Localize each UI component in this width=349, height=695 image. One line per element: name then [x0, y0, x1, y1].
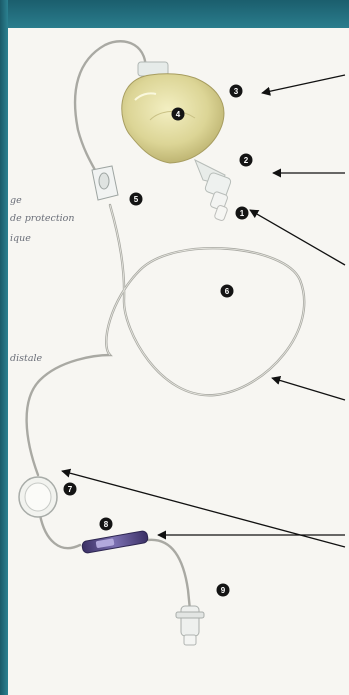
callout-9: 9 [217, 584, 230, 597]
svg-text:5: 5 [134, 195, 139, 204]
particle-filter [81, 530, 148, 553]
tube-main-loop [27, 205, 305, 475]
svg-text:4: 4 [176, 110, 181, 119]
bulb-connector [195, 160, 232, 221]
svg-text:8: 8 [104, 520, 109, 529]
callout-2: 2 [240, 154, 253, 167]
arrow-reservoir-cap [262, 75, 345, 93]
svg-text:3: 3 [234, 87, 239, 96]
callout-7: 7 [64, 483, 77, 496]
callout-8: 8 [100, 518, 113, 531]
callout-4: 4 [172, 108, 185, 121]
callout-5: 5 [130, 193, 143, 206]
svg-text:9: 9 [221, 586, 226, 595]
tube-lower [40, 515, 80, 548]
callout-3: 3 [230, 85, 243, 98]
tube-distal [148, 540, 190, 610]
arrow-outlet [250, 210, 345, 265]
svg-text:2: 2 [244, 156, 249, 165]
svg-text:6: 6 [225, 287, 230, 296]
flow-restrictor [19, 477, 57, 517]
arrow-tubing [272, 378, 345, 400]
luer-connector [176, 606, 204, 645]
callout-1: 1 [236, 207, 249, 220]
tube-clamp [92, 166, 118, 200]
svg-text:7: 7 [68, 485, 73, 494]
svg-text:1: 1 [240, 209, 245, 218]
callout-6: 6 [221, 285, 234, 298]
